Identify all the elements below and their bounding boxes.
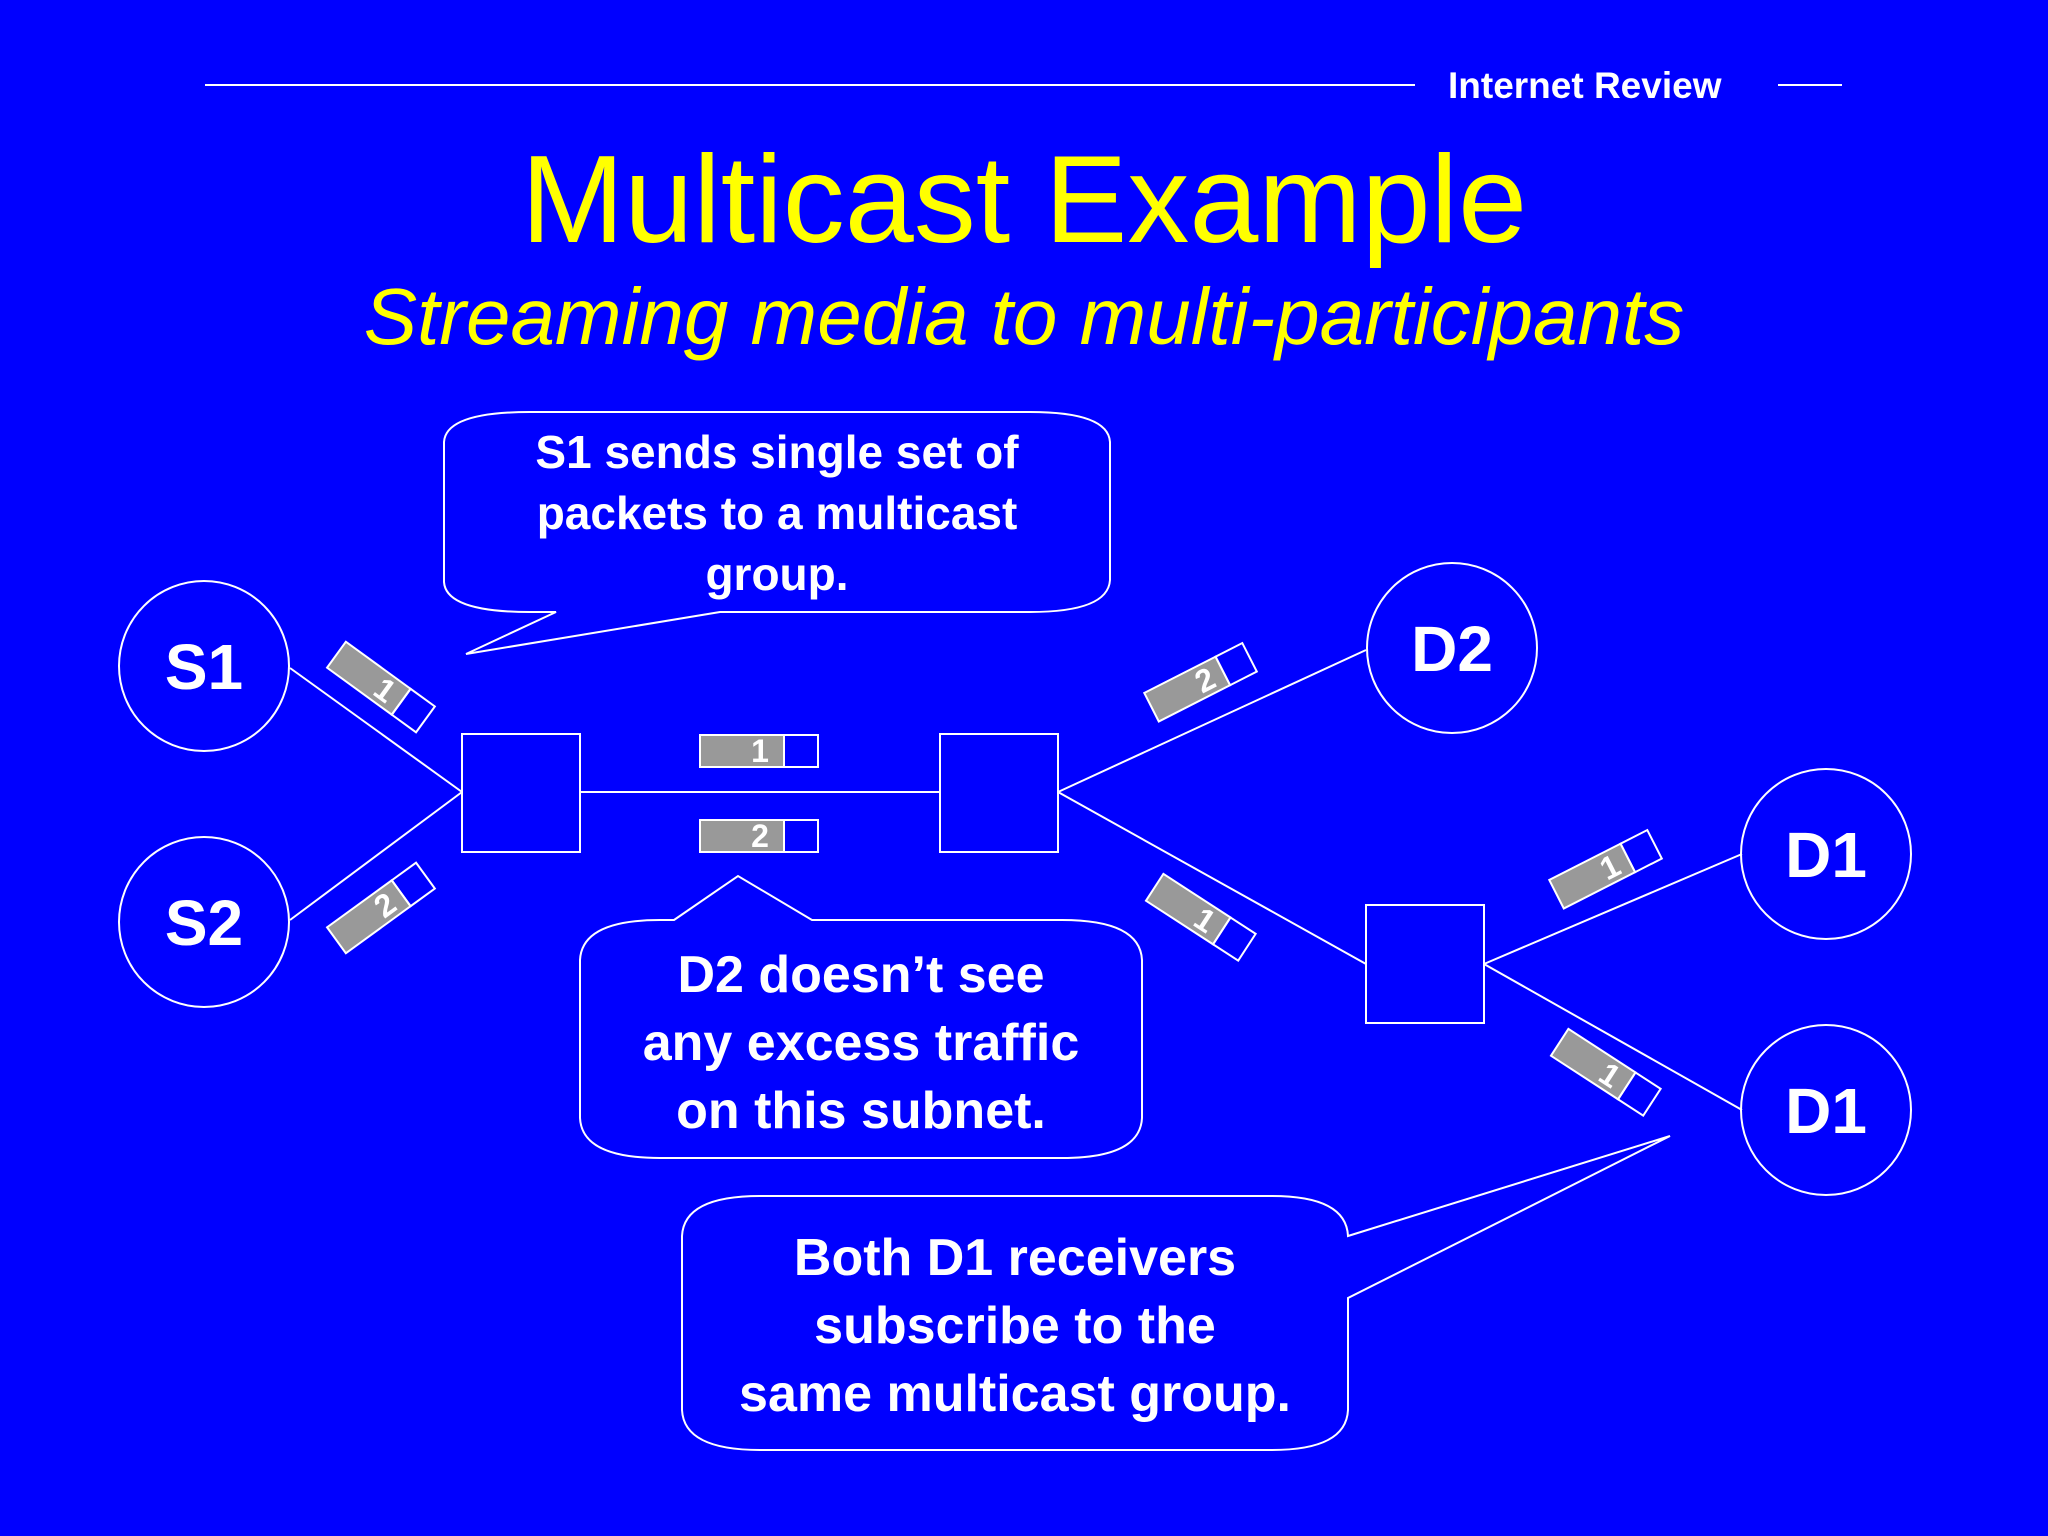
packet-trunk-lower: 2 [699, 818, 819, 854]
host-d1-top-label: D1 [1785, 819, 1867, 891]
link-router3-d1-top [1483, 853, 1743, 965]
link-s2-router1 [289, 791, 463, 921]
callout-middle-bubble [579, 874, 1143, 1159]
packet-to-d1-bottom: 1 [1549, 1027, 1663, 1118]
host-d1-bottom-label: D1 [1785, 1075, 1867, 1147]
link-router3-d1-bottom [1483, 963, 1743, 1111]
packet-to-d2: 2 [1142, 641, 1259, 723]
packet-trunk-upper-label: 1 [751, 733, 769, 769]
router-right [1365, 904, 1485, 1024]
slide-title: Multicast Example [520, 131, 1528, 269]
callout-bottom-bubble [681, 1135, 1671, 1451]
host-s1-label: S1 [165, 631, 243, 703]
packet-s1: 1 [325, 640, 437, 734]
callout-top-line-2: packets to a multicast [536, 487, 1018, 539]
router-middle [939, 733, 1059, 853]
packet-to-router3: 1 [1144, 872, 1258, 963]
packet-trunk-lower-label: 2 [751, 818, 769, 854]
header-rule-right [1778, 84, 1842, 86]
callout-middle-text: D2 doesn’t see any excess traffic on thi… [580, 941, 1142, 1145]
callout-middle-line-1: D2 doesn’t see [677, 946, 1045, 1004]
callout-top-text: S1 sends single set of packets to a mult… [444, 422, 1110, 605]
host-d1-top [1740, 768, 1912, 940]
callout-bottom-line-3: same multicast group. [739, 1365, 1291, 1423]
callout-middle-line-3: on this subnet. [676, 1082, 1046, 1140]
packet-trunk-upper: 1 [699, 733, 819, 769]
packet-to-d1-top: 1 [1547, 828, 1664, 910]
slide-subtitle: Streaming media to multi-participants [363, 272, 1685, 361]
host-s2-label: S2 [165, 887, 243, 959]
link-router2-d2 [1057, 649, 1367, 793]
host-d1-bottom [1740, 1024, 1912, 1196]
callout-top-line-3: group. [705, 548, 849, 600]
header-rule-left [205, 84, 1415, 86]
packet-s2: 2 [325, 861, 437, 955]
header-text: Internet Review [1448, 65, 1722, 106]
host-s1 [118, 580, 290, 752]
callout-bottom-line-2: subscribe to the [814, 1297, 1216, 1355]
callout-bottom-text: Both D1 receivers subscribe to the same … [682, 1224, 1348, 1428]
callout-top-line-1: S1 sends single set of [535, 426, 1019, 478]
callout-middle-line-2: any excess traffic [642, 1014, 1080, 1072]
callout-top-bubble [443, 411, 1111, 655]
link-s1-router1 [289, 667, 463, 793]
link-router2-router3 [1057, 791, 1367, 965]
host-d2-label: D2 [1411, 613, 1493, 685]
callout-bottom-line-1: Both D1 receivers [793, 1229, 1237, 1287]
router-left [461, 733, 581, 853]
host-s2 [118, 836, 290, 1008]
host-d2 [1366, 562, 1538, 734]
